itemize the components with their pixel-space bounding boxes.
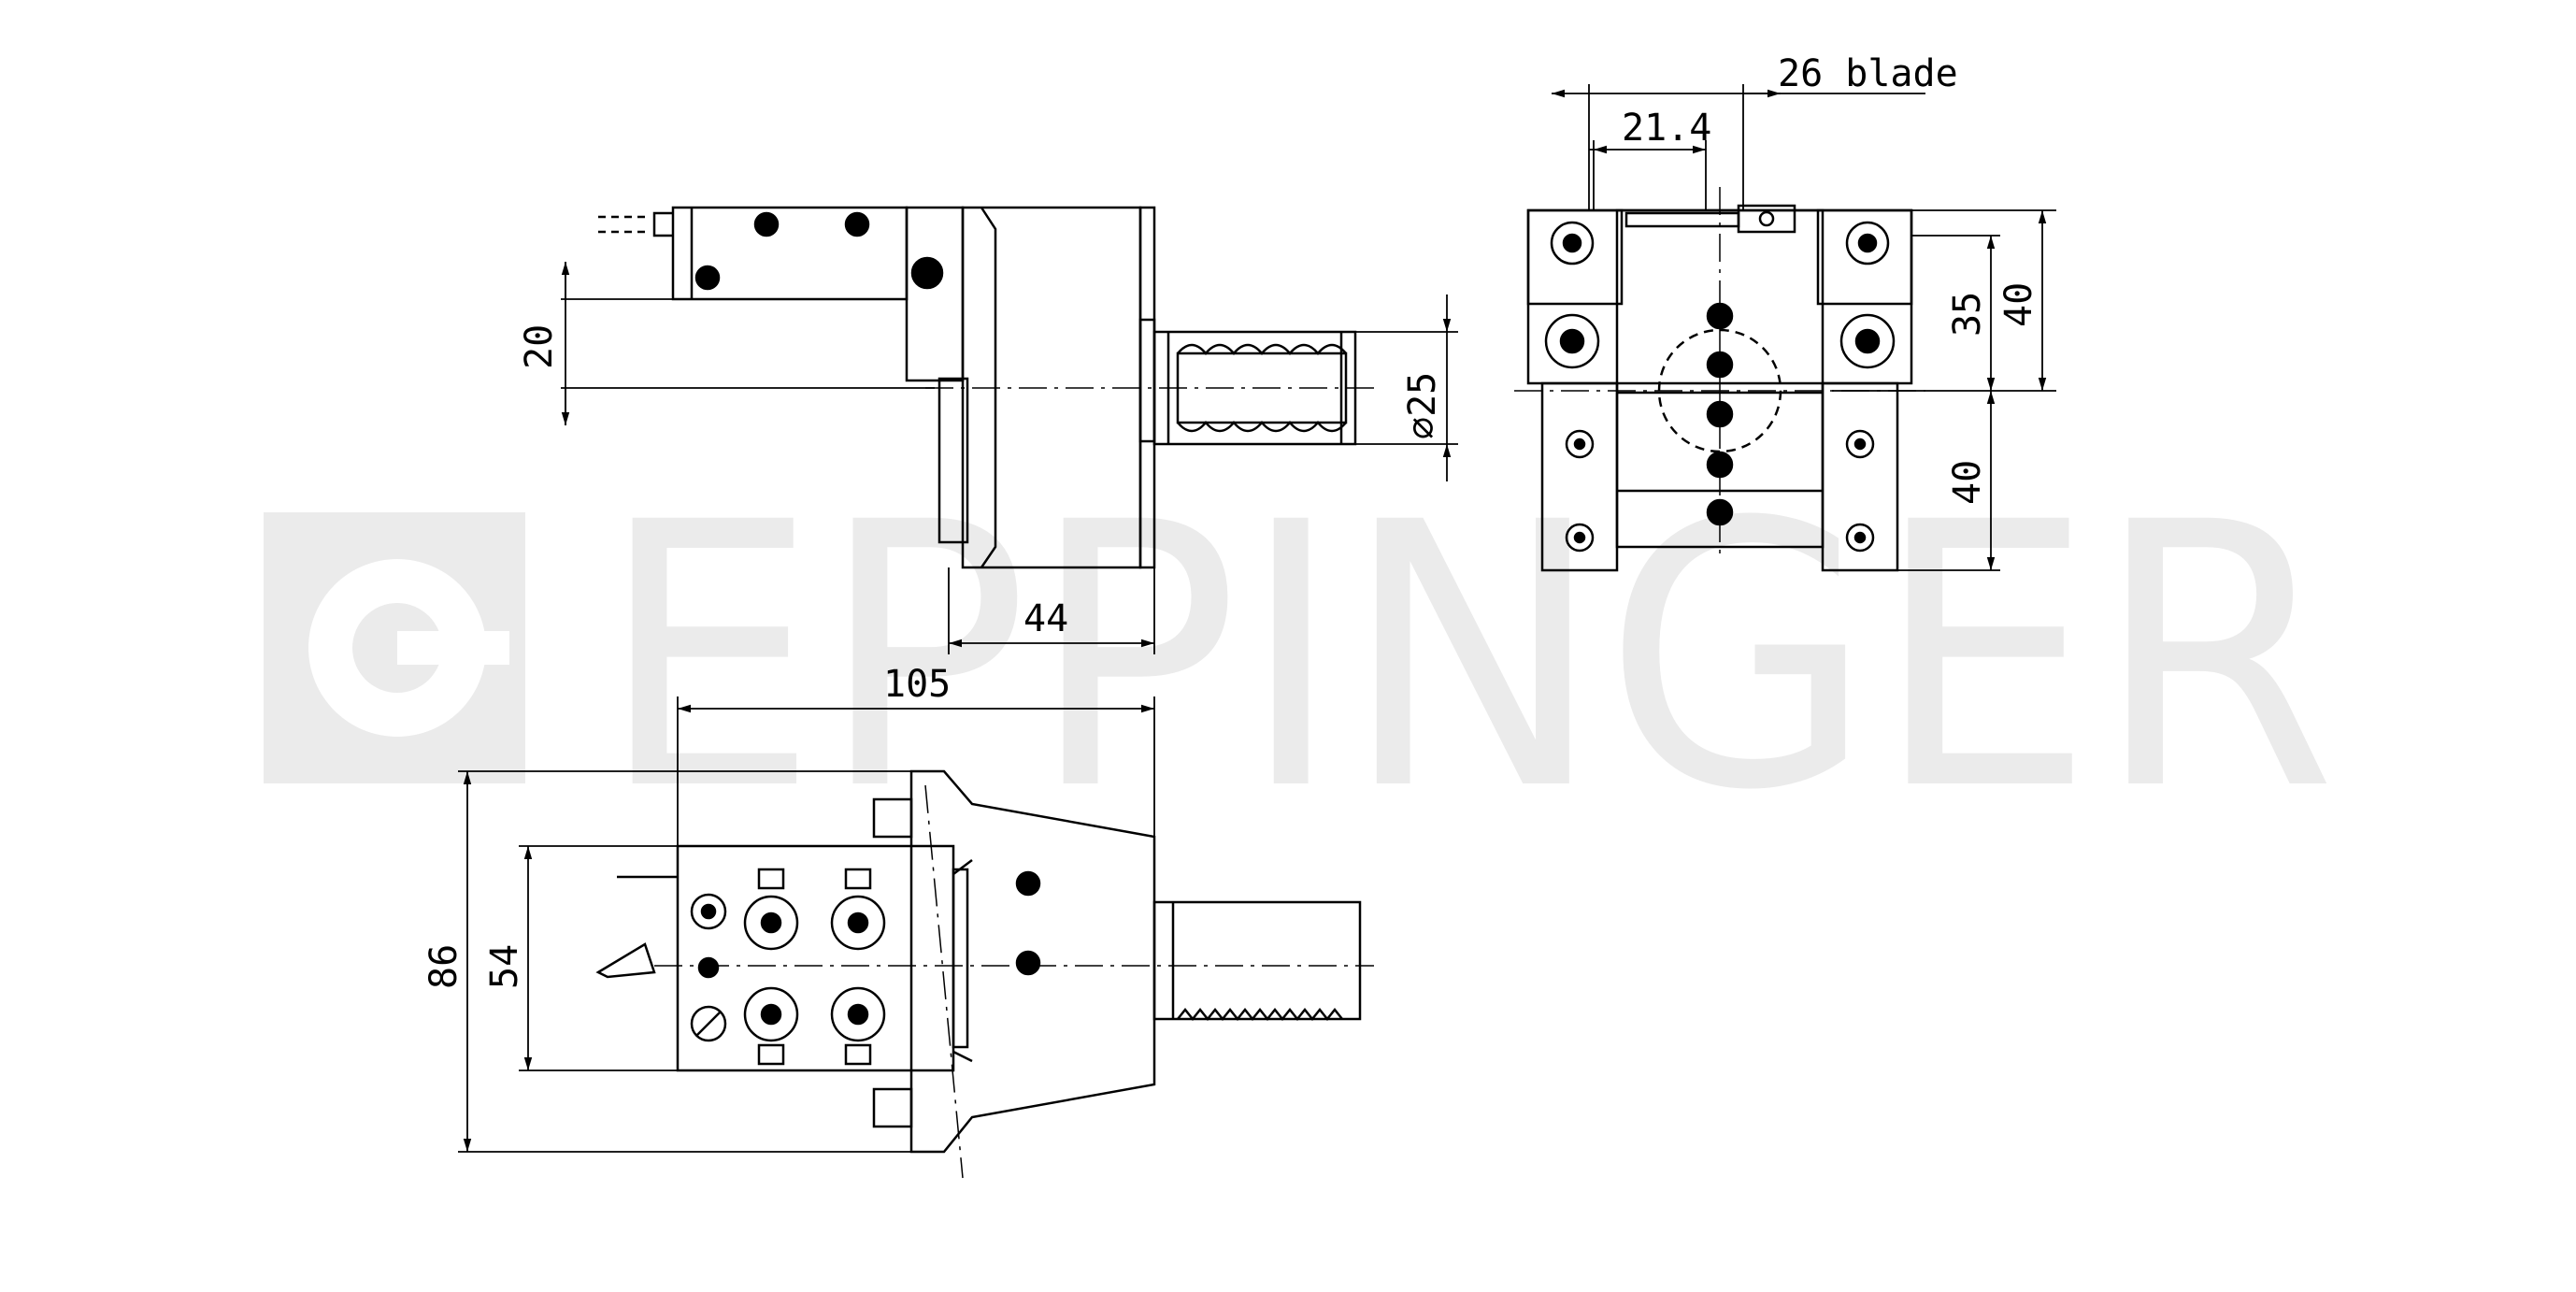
front-view	[1514, 187, 1925, 572]
blade-offset-label: 21.4	[1622, 107, 1711, 150]
side-height-label: 20	[518, 324, 561, 369]
side-view	[598, 206, 1374, 569]
blade-label: 26 blade	[1778, 52, 1958, 95]
side-length-label: 44	[1023, 597, 1068, 640]
top-height-inner-label: 54	[483, 944, 526, 989]
front-upper-height-label: 35	[1946, 292, 1989, 337]
top-view	[595, 769, 1374, 1179]
shank-diameter-label: ⌀25	[1401, 372, 1444, 439]
top-view-dimensions	[458, 696, 1155, 1153]
watermark: EPPINGER	[264, 445, 2337, 869]
top-height-outer-label: 86	[422, 944, 465, 989]
front-total-height-label: 40	[1997, 282, 2040, 327]
watermark-text: EPPINGER	[598, 445, 2337, 869]
top-length-label: 105	[883, 663, 951, 706]
front-lower-height-label: 40	[1946, 460, 1989, 505]
front-view-dimensions	[1552, 84, 2056, 571]
side-view-dimensions	[561, 262, 1458, 654]
